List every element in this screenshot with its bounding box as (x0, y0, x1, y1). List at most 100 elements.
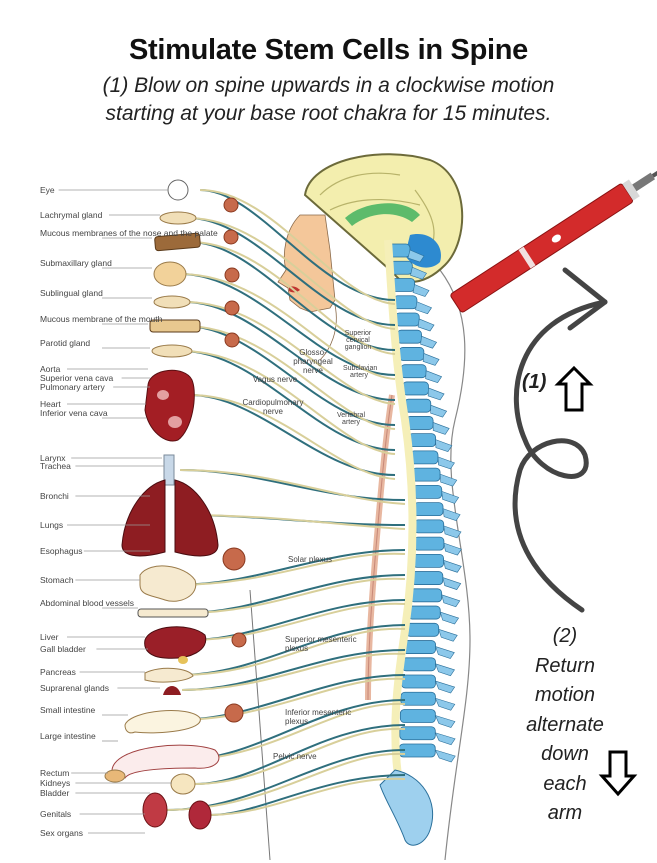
lachrymal-gland-organ (159, 211, 197, 225)
organ-label: Large intestine (40, 731, 96, 741)
page-title: Stimulate Stem Cells in Spine (128, 34, 528, 66)
mouth-mucosa-organ (149, 319, 201, 333)
organ-label: Trachea (40, 461, 71, 471)
organ-label: Kidneys (40, 778, 71, 788)
subtitle-line-2: starting at your base root chakra for 15… (105, 102, 552, 125)
ganglion (223, 197, 239, 213)
organ-label: Heart (40, 399, 61, 409)
organ-label: Pulmonary artery (40, 382, 105, 392)
abdominal-vessels-organ (137, 608, 209, 618)
nerve-fiber (179, 514, 406, 530)
organ-label: Rectum (40, 768, 70, 778)
heart-organ (144, 369, 195, 442)
organ-label: Bronchi (40, 491, 69, 501)
organ-label: Pancreas (40, 667, 76, 677)
vertebra-process (425, 370, 443, 384)
nerve-fiber (209, 777, 406, 816)
label-inferior-mesenteric-plexus: Inferior mesenteric plexus (285, 708, 352, 726)
vertebra (401, 657, 436, 672)
sublingual-gland-organ (153, 295, 191, 309)
nerve-fiber (189, 602, 406, 641)
ganglion (224, 332, 240, 348)
vertebra (411, 467, 441, 482)
vertebra (409, 450, 439, 465)
genitals-organ (188, 800, 212, 830)
vertebra-process (437, 456, 455, 470)
vertebra-process (439, 473, 458, 487)
vertebra-process (435, 646, 455, 659)
nerve-fiber (184, 325, 396, 430)
organ-label: Superior vena cava (40, 373, 114, 383)
vertebra-process (443, 559, 462, 573)
vertebra-process (442, 508, 461, 521)
label-cardiopulmonary-nerve: Cardiopulmonary nerve (242, 398, 304, 416)
kidney-organ (170, 773, 196, 795)
step-2-line: each (543, 772, 587, 795)
vertebra (404, 398, 432, 413)
back-outline (439, 269, 471, 861)
vertebra (401, 674, 436, 689)
vertebra-process (442, 577, 462, 590)
label-superior-mesenteric-plexus: Superior mesenteric plexus (285, 635, 357, 653)
nerve-fiber (179, 273, 396, 380)
vertebra-process (439, 611, 460, 625)
pancreas-organ (144, 667, 194, 683)
vertebra (407, 433, 437, 448)
nerve-fiber (179, 469, 406, 505)
organ-label: Lachrymal gland (40, 210, 103, 220)
vertebra (405, 416, 434, 430)
vertebra-process (441, 594, 461, 608)
sacrum (379, 769, 434, 846)
vertebra-process (410, 266, 427, 280)
organ-label: Genitals (40, 809, 72, 819)
vertebra-process (443, 542, 462, 556)
nerve-fiber (187, 217, 396, 330)
organ-label: Sublingual gland (40, 288, 103, 298)
trachea-organ (163, 454, 175, 486)
neck-outline (319, 304, 337, 361)
step-2-line: arm (547, 802, 583, 824)
left-lung-organ (121, 479, 166, 557)
step-2-line: alternate (526, 713, 604, 736)
vertebra (402, 381, 429, 396)
nerve-fiber (181, 652, 406, 691)
ganglion (224, 267, 240, 283)
vertebra (407, 605, 441, 620)
corpus-callosum (345, 203, 420, 226)
organ-label: Inferior vena cava (40, 408, 108, 418)
nerve-fiber (174, 552, 406, 586)
vertebra-process (417, 318, 435, 332)
vertebra (400, 691, 436, 706)
nerve-fiber (184, 577, 406, 614)
vertebra-process (415, 301, 432, 315)
nerve-fiber (181, 350, 396, 455)
nerve-fiber (189, 394, 396, 480)
vertebra-process (407, 249, 425, 263)
vertebra-process (435, 663, 455, 677)
vertebra-process (443, 525, 462, 539)
vertebra-process (434, 732, 456, 746)
vertebra-process (427, 387, 445, 401)
vertebra-process (434, 697, 456, 711)
organ-label: Esophagus (40, 546, 83, 556)
step-2-instructions: (2) Return motion alternate down each ar… (505, 622, 625, 829)
label-solar-plexus: Solar plexus (288, 555, 333, 564)
right-lung-organ (174, 479, 219, 557)
vertebra-process (430, 404, 448, 418)
nerve-fiber (199, 189, 396, 305)
organ-label: Liver (40, 632, 59, 642)
body-outline (249, 589, 271, 861)
vertebra (396, 329, 422, 344)
organ-label: Sex organs (40, 828, 83, 838)
large-intestine-organ (111, 744, 220, 779)
ganglion (224, 703, 244, 723)
organ-label: Stomach (40, 575, 74, 585)
step-2-line: (2) (552, 625, 578, 647)
vertebra (394, 312, 420, 327)
label-subclavian-artery: Subclavian artery (343, 365, 378, 379)
vertebra (398, 347, 425, 361)
nerve-fiber (189, 241, 396, 355)
suprarenal-gland-organ (163, 686, 181, 695)
ganglion (222, 547, 246, 571)
red-handheld-device (450, 169, 657, 313)
